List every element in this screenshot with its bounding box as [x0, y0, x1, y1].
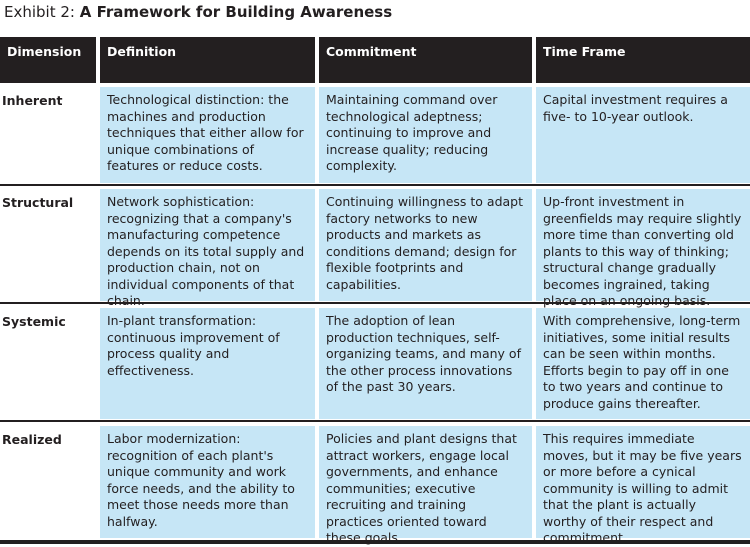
cell-structural-definition: Network sophistication: recognizing that…: [100, 189, 315, 308]
row-divider: [0, 302, 750, 304]
exhibit-title: Exhibit 2: A Framework for Building Awar…: [4, 2, 392, 22]
cell-structural-time-frame: Up-front investment in greenfields may r…: [536, 189, 750, 308]
cell-inherent-commitment: Maintaining command over technological a…: [319, 87, 532, 183]
cell-realized-definition: Labor modernization: recognition of each…: [100, 426, 315, 538]
exhibit-label: Exhibit 2:: [4, 3, 80, 21]
cell-systemic-commitment: The adoption of lean production techniqu…: [319, 308, 532, 419]
row-label-realized: Realized: [2, 432, 62, 447]
header-dimension: Dimension: [0, 37, 96, 83]
cell-inherent-definition: Technological distinction: the machines …: [100, 87, 315, 183]
exhibit-heading: A Framework for Building Awareness: [79, 3, 393, 21]
header-definition: Definition: [100, 37, 315, 83]
row-label-inherent: Inherent: [2, 93, 63, 108]
row-label-systemic: Systemic: [2, 314, 66, 329]
row-divider: [0, 184, 750, 186]
row-label-structural: Structural: [2, 195, 74, 210]
cell-structural-commitment: Continuing willingness to adapt factory …: [319, 189, 532, 301]
cell-systemic-definition: In-plant transformation: continuous impr…: [100, 308, 315, 419]
cell-realized-commitment: Policies and plant designs that attract …: [319, 426, 532, 545]
header-commitment: Commitment: [319, 37, 532, 83]
header-time-frame: Time Frame: [536, 37, 750, 83]
row-divider: [0, 420, 750, 422]
cell-realized-time-frame: This requires immediate moves, but it ma…: [536, 426, 750, 545]
cell-inherent-time-frame: Capital investment requires a five- to 1…: [536, 87, 750, 183]
table-bottom-rule: [0, 540, 750, 544]
cell-systemic-time-frame: With comprehensive, long-term initiative…: [536, 308, 750, 419]
